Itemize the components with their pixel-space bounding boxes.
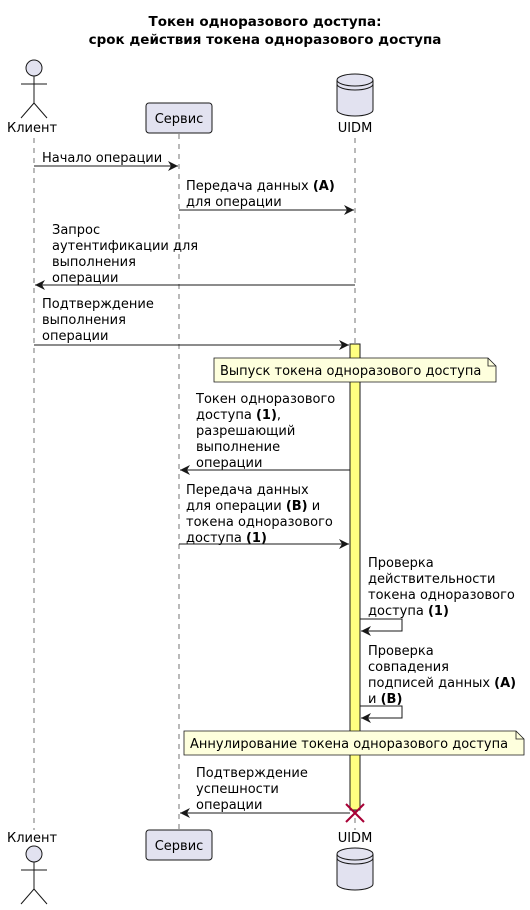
participant-uidm-label: UIDM — [338, 121, 373, 136]
participant-uidm-top: UIDM — [336, 73, 374, 136]
message-label: Проверка — [368, 644, 434, 659]
message-start-operation: Начало операции — [34, 151, 178, 171]
message-label: для операции (B) и — [186, 499, 320, 514]
message-token-grant: Токен одноразового доступа (1), разрешаю… — [180, 392, 350, 475]
destroy-x-icon — [345, 803, 365, 823]
message-label: действительности — [368, 572, 495, 587]
note-token-revoke: Аннулирование токена одноразового доступ… — [183, 730, 525, 756]
message-auth-request: Запрос аутентификации для выполнения опе… — [35, 223, 355, 290]
message-label: Передача данных (A) — [186, 179, 335, 194]
message-label: Подтверждение — [42, 297, 154, 312]
message-label: доступа (1) — [186, 531, 267, 546]
message-label: операции — [196, 798, 262, 813]
message-label: токена одноразового — [186, 515, 333, 530]
message-label: выполнения — [52, 255, 136, 270]
message-label: успешности — [196, 782, 279, 797]
participant-client-label: Клиент — [7, 121, 57, 136]
participant-client-top: Клиент — [7, 59, 57, 136]
message-success-confirm: Подтверждение успешности операции — [180, 766, 350, 818]
diagram-title-line1: Токен одноразового доступа: — [149, 14, 382, 30]
message-label: аутентификации для — [52, 239, 198, 254]
message-label: выполнения — [42, 313, 126, 328]
message-label: выполнение — [196, 440, 280, 455]
message-label: Токен одноразового — [195, 392, 335, 407]
message-validate-token: Проверка действительности токена однораз… — [360, 556, 515, 636]
note-text: Выпуск токена одноразового доступа — [220, 364, 481, 379]
participant-client-bottom: Клиент — [7, 831, 57, 905]
activation-bar-uidm — [349, 343, 361, 811]
message-transfer-data-a: Передача данных (A) для операции — [179, 179, 354, 215]
message-label: Проверка — [368, 556, 434, 571]
message-label: Начало операции — [42, 151, 162, 166]
participant-service-top: Сервис — [145, 102, 213, 134]
participant-service-label: Сервис — [155, 112, 204, 127]
note-text: Аннулирование токена одноразового доступ… — [190, 737, 508, 752]
message-label: для операции — [186, 195, 282, 210]
participant-uidm-label: UIDM — [338, 831, 373, 846]
participant-uidm-bottom: UIDM — [336, 831, 374, 891]
participant-client-label: Клиент — [7, 831, 57, 846]
message-label: доступа (1), — [196, 408, 281, 423]
message-label: Подтверждение — [196, 766, 308, 781]
message-label: Запрос — [52, 223, 100, 238]
note-token-issue: Выпуск токена одноразового доступа — [213, 357, 497, 383]
message-label: операции — [52, 271, 118, 286]
participant-service-bottom: Сервис — [145, 829, 213, 861]
message-label: операции — [196, 456, 262, 471]
message-label: доступа (1) — [368, 604, 449, 619]
message-confirm-operation: Подтверждение выполнения операции — [34, 297, 349, 350]
message-transfer-data-b: Передача данных для операции (B) и токен… — [179, 483, 349, 549]
participant-service-label: Сервис — [155, 839, 204, 854]
message-label: и (B) — [368, 692, 402, 707]
message-label: токена одноразового — [368, 588, 515, 603]
message-label: операции — [42, 329, 108, 344]
message-verify-signatures: Проверка совпадения подписей данных (A) … — [360, 644, 516, 723]
diagram-title-line2: срок действия токена одноразового доступ… — [89, 32, 442, 48]
message-label: Передача данных — [186, 483, 309, 498]
message-label: совпадения — [368, 660, 449, 675]
message-label: подписей данных (A) — [368, 676, 516, 691]
message-label: разрешающий — [196, 424, 295, 439]
